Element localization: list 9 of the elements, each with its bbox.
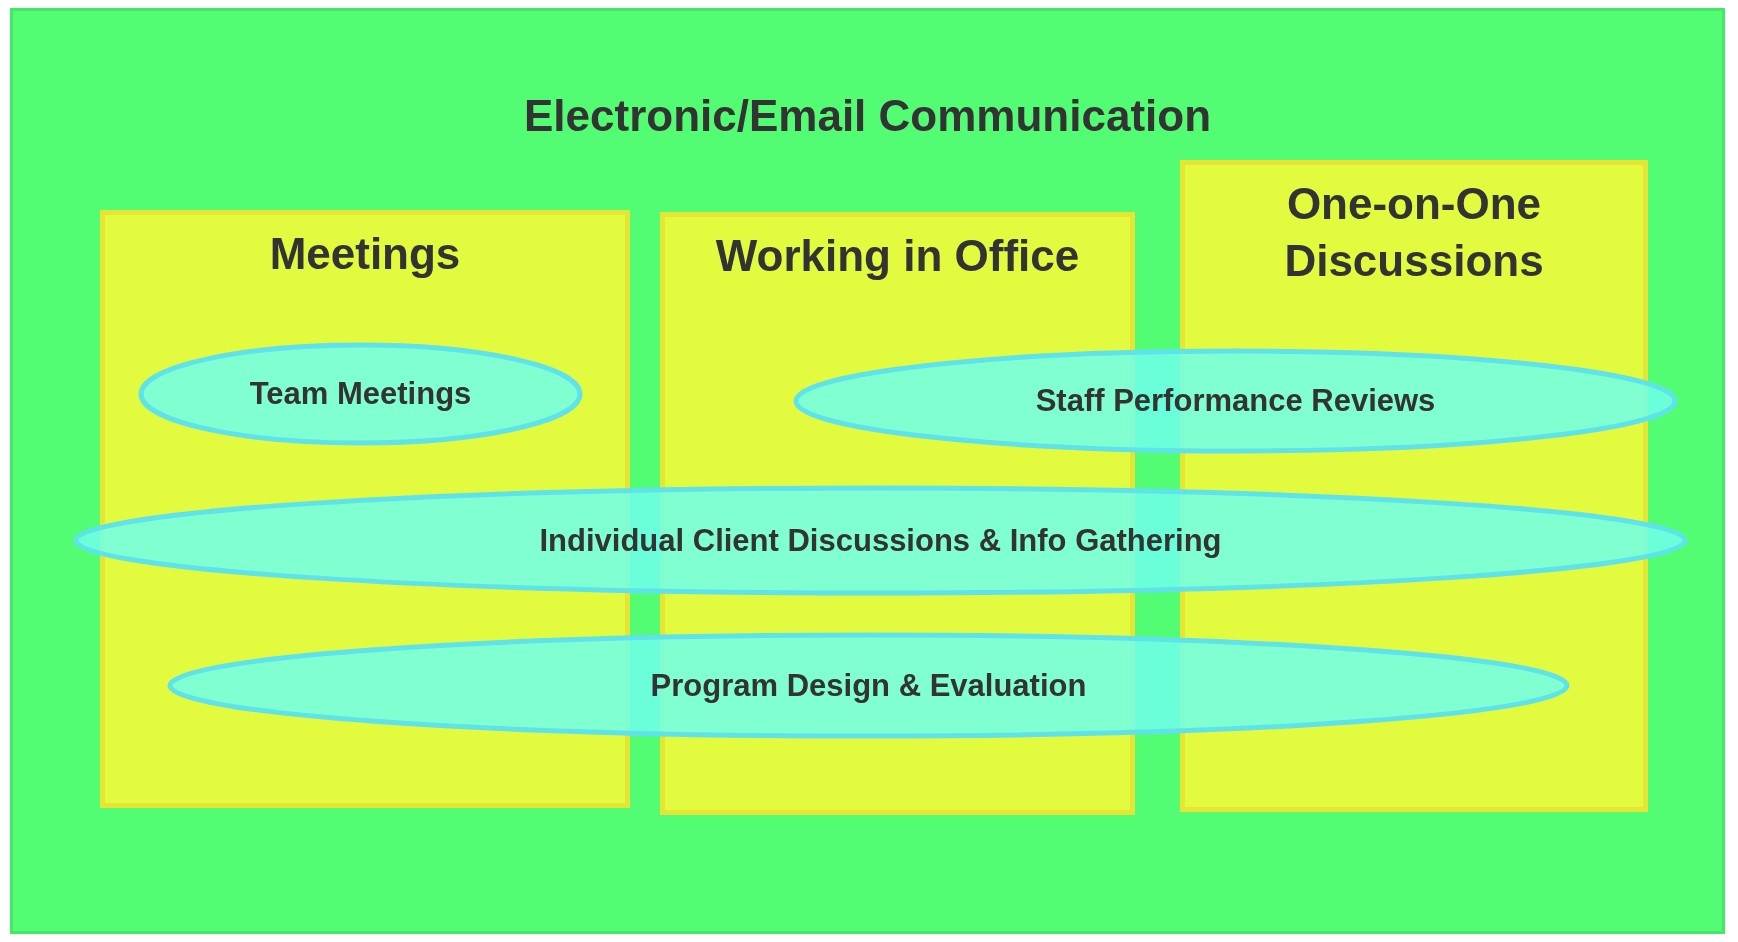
panel-heading: One-on-One Discussions: [1283, 178, 1545, 288]
oval-label: Program Design & Evaluation: [649, 667, 1088, 704]
oval-label: Individual Client Discussions & Info Gathering: [538, 522, 1223, 559]
panel-heading: Meetings: [268, 228, 462, 280]
oval-label: Staff Performance Reviews: [1034, 383, 1437, 419]
outer-panel: [10, 8, 1725, 934]
panel-heading: Electronic/Email Communication: [523, 91, 1212, 141]
panel-heading: Working in Office: [714, 230, 1081, 282]
oval-label: Team Meetings: [248, 376, 473, 412]
